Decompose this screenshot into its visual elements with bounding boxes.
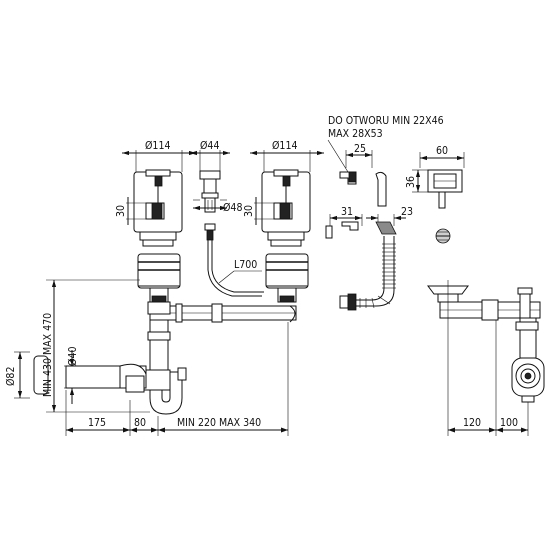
left-strainer-detail: Ø114 30 xyxy=(115,140,196,247)
overflow-hole-detail: DO OTWORU MIN 22X46 MAX 28X53 25 60 36 3… xyxy=(325,115,465,244)
width-23-label: 23 xyxy=(401,206,413,218)
diameter-82-label: Ø82 xyxy=(5,367,17,386)
width-175-label: 175 xyxy=(88,417,106,429)
diameter-48-label: Ø48 xyxy=(223,202,242,214)
width-80-label: 80 xyxy=(134,417,146,429)
diameter-114-right-label: Ø114 xyxy=(272,140,297,152)
width-100-label: 100 xyxy=(500,417,518,429)
height-30-right-label: 30 xyxy=(243,205,255,217)
hole-size-line2: MAX 28X53 xyxy=(328,128,383,140)
width-range-label: MIN 220 MAX 340 xyxy=(177,417,261,429)
height-30-left-label: 30 xyxy=(115,205,127,217)
width-120-label: 120 xyxy=(463,417,481,429)
height-range-label: MIN 430 MAX 470 xyxy=(42,313,54,397)
width-25-label: 25 xyxy=(354,143,366,155)
front-view-siphon: Ø40 Ø82 MIN 430 MAX 470 175 80 MIN 220 M… xyxy=(5,253,309,436)
diameter-114-left-label: Ø114 xyxy=(145,140,170,152)
height-36-label: 36 xyxy=(405,176,417,188)
overflow-flexible-hose xyxy=(339,236,396,311)
width-60-label: 60 xyxy=(436,145,448,157)
diameter-44-label: Ø44 xyxy=(200,140,219,152)
width-31-label: 31 xyxy=(341,206,353,218)
center-overflow-detail: Ø44 Ø48 L700 xyxy=(190,140,264,297)
diameter-40-label: Ø40 xyxy=(67,347,79,366)
right-strainer-detail: Ø114 30 xyxy=(243,140,324,247)
cable-length-700-label: L700 xyxy=(234,259,257,271)
hole-size-line1: DO OTWORU MIN 22X46 xyxy=(328,115,444,127)
side-view-siphon: 120 100 xyxy=(427,280,545,436)
